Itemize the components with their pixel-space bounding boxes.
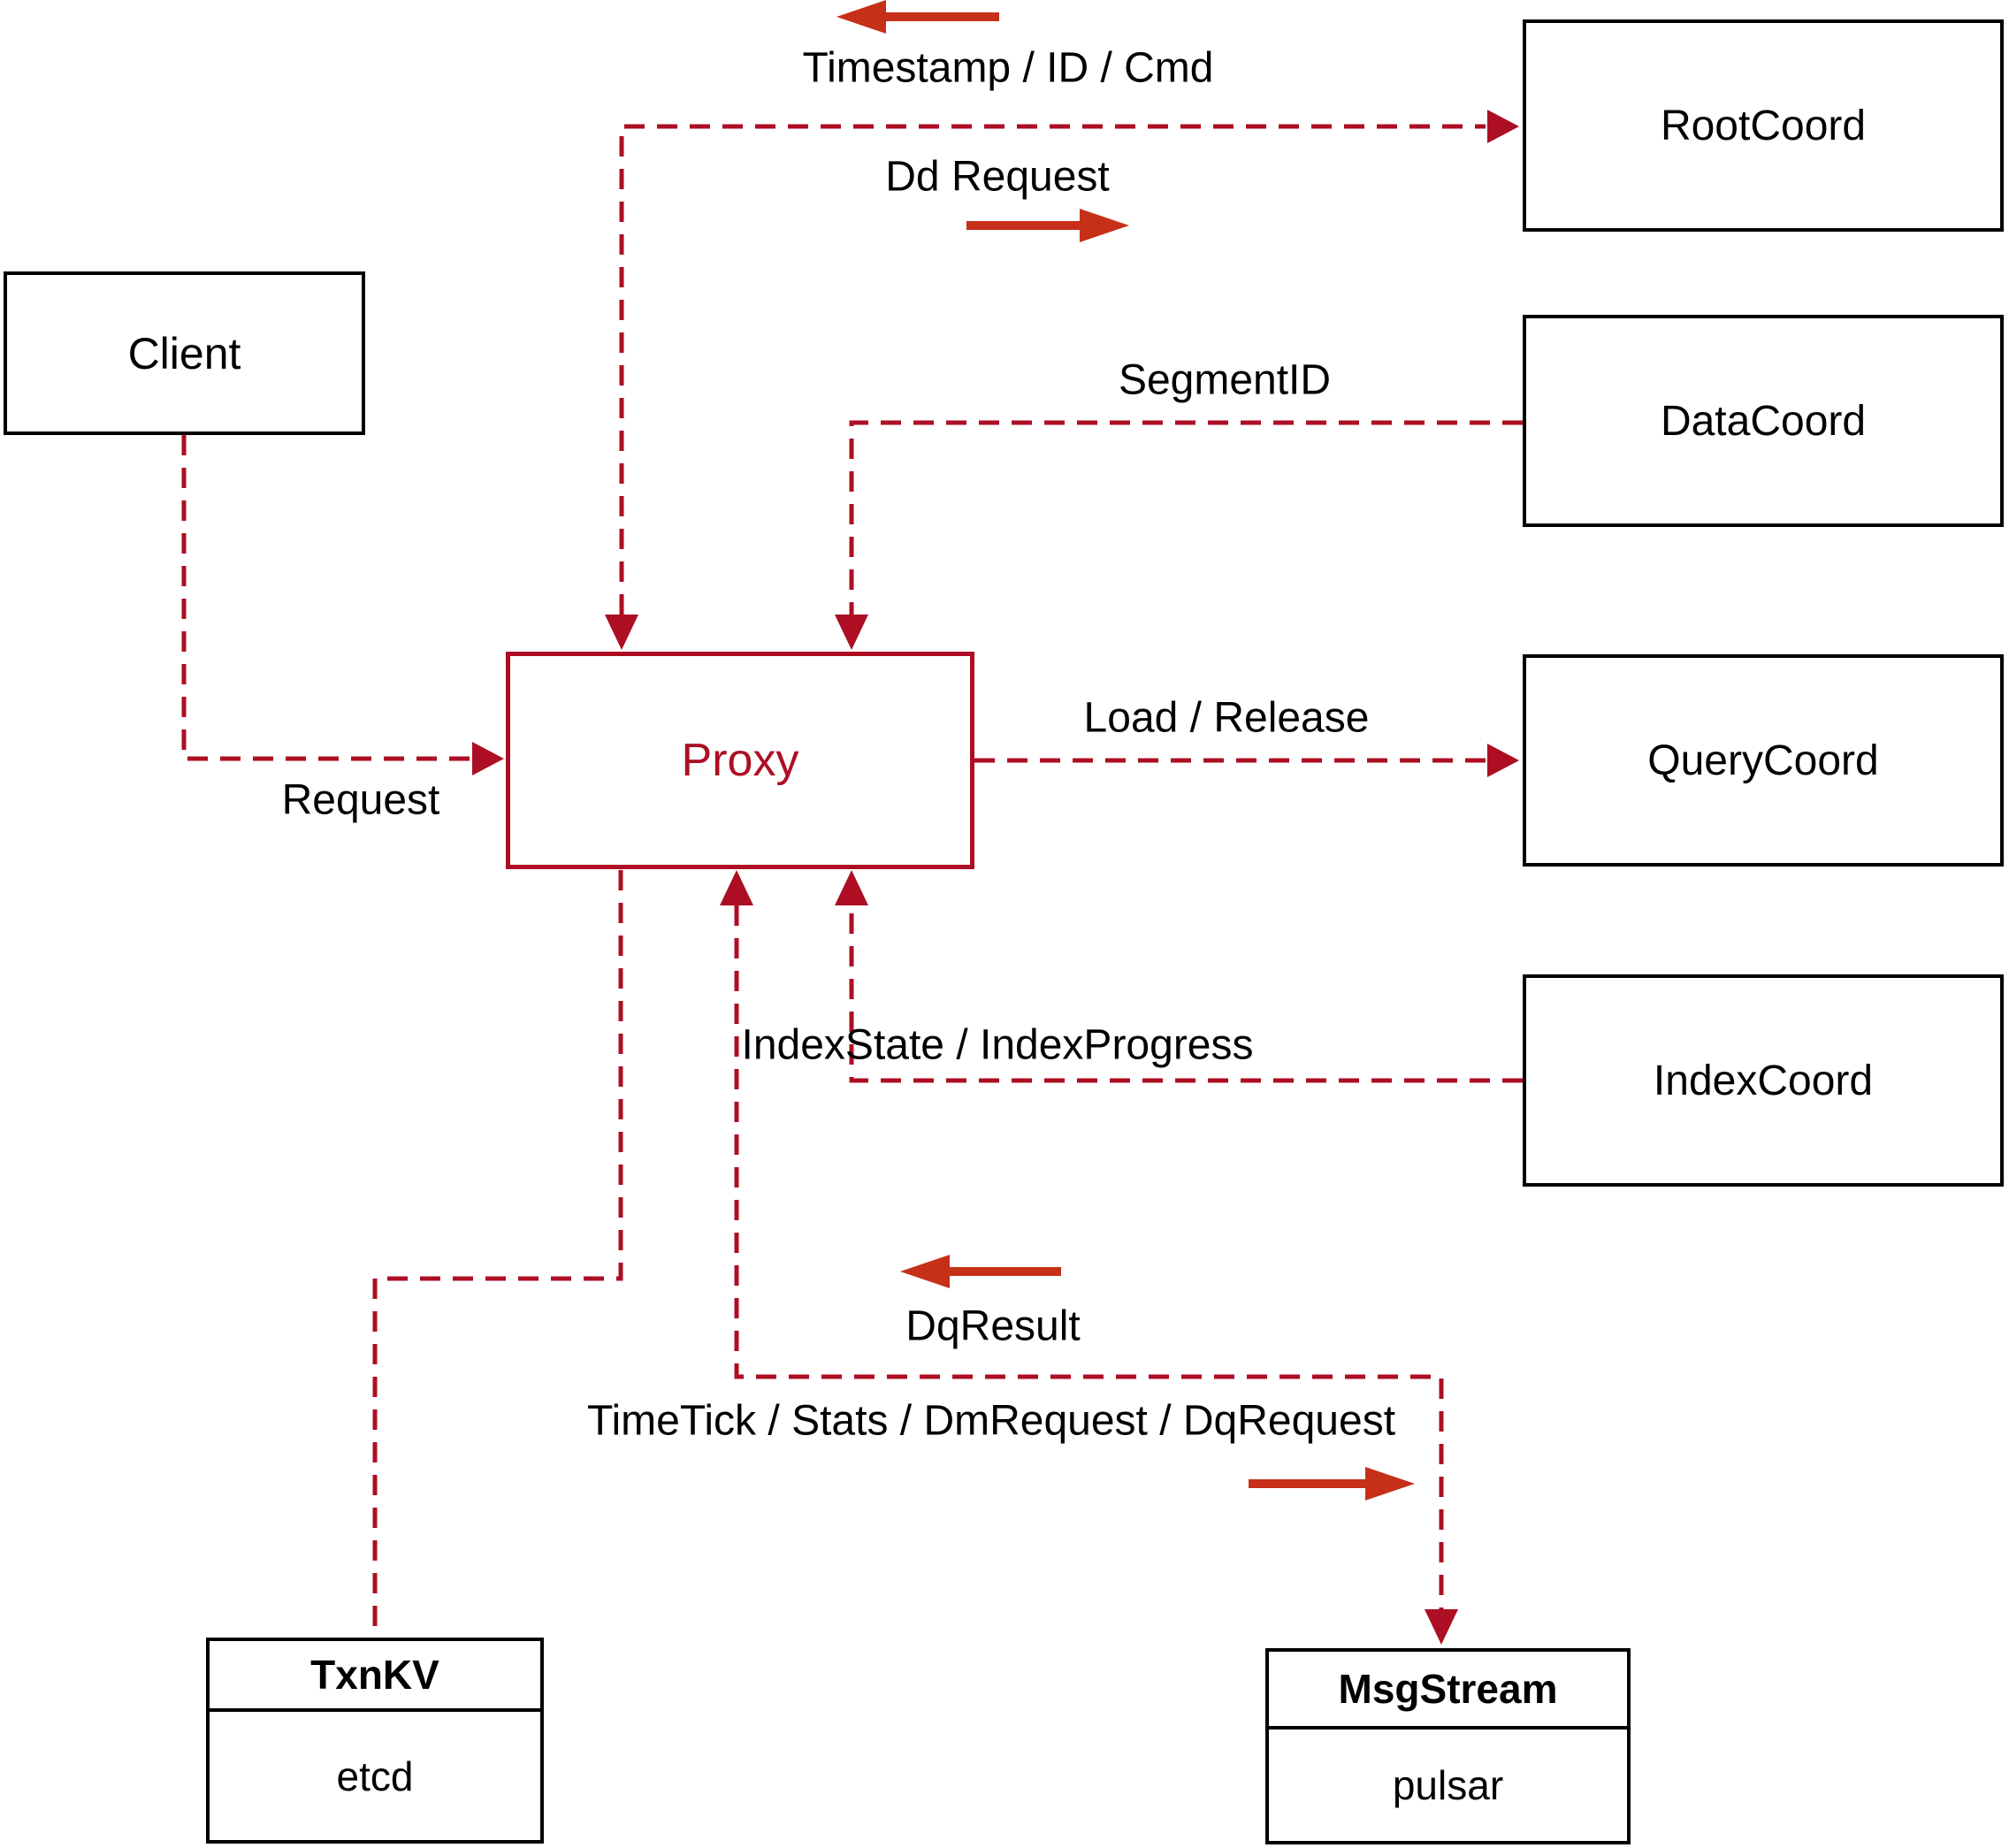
node-querycoord: QueryCoord (1523, 654, 2004, 867)
node-rootcoord: RootCoord (1523, 19, 2004, 232)
node-proxy-label: Proxy (681, 735, 799, 786)
edge-proxy-rootcoord (619, 124, 1486, 615)
node-datacoord-label: DataCoord (1660, 397, 1867, 445)
edge-label-load-release: Load / Release (1083, 694, 1370, 742)
arrowhead-into-proxy-left-icon (472, 742, 504, 775)
edge-label-dqresult: DqResult (905, 1302, 1081, 1350)
flow-arrow-right-timetick-icon (1249, 1467, 1415, 1501)
arrowhead-into-proxy-top-right-icon (835, 615, 868, 650)
edge-proxy-msgstream (734, 905, 1444, 1609)
arrowhead-into-proxy-bottom-right-icon (835, 870, 868, 905)
edge-label-dd-request: Dd Request (885, 153, 1110, 201)
edge-datacoord-to-proxy (849, 420, 1523, 615)
node-rootcoord-label: RootCoord (1660, 102, 1867, 149)
flow-arrow-left-timestamp-icon (836, 0, 999, 34)
flow-arrow-right-dd-request-icon (966, 209, 1129, 242)
node-proxy: Proxy (506, 652, 974, 869)
flow-arrow-left-dqresult-icon (900, 1255, 1061, 1288)
node-client: Client (4, 271, 365, 435)
edge-label-indexstate-indexprogress: IndexState / IndexProgress (741, 1021, 1254, 1069)
edge-label-timestamp-id-cmd: Timestamp / ID / Cmd (802, 44, 1214, 92)
node-txnkv: TxnKV etcd (206, 1638, 544, 1844)
edge-label-request: Request (281, 776, 440, 824)
edge-label-timetick-stats: TimeTick / Stats / DmRequest / DqRequest (586, 1397, 1396, 1445)
node-datacoord: DataCoord (1523, 315, 2004, 527)
node-client-label: Client (127, 328, 241, 378)
node-msgstream-body: pulsar (1392, 1762, 1504, 1808)
node-msgstream-title: MsgStream (1269, 1652, 1627, 1730)
node-txnkv-title: TxnKV (210, 1641, 540, 1712)
edge-proxy-to-txnkv (372, 870, 623, 1638)
arrowhead-into-proxy-top-left-icon (605, 615, 638, 650)
node-indexcoord: IndexCoord (1523, 974, 2004, 1187)
edge-label-segmentid: SegmentID (1118, 356, 1332, 404)
node-indexcoord-label: IndexCoord (1653, 1057, 1874, 1104)
node-querycoord-label: QueryCoord (1647, 737, 1879, 784)
arrowhead-into-querycoord-icon (1487, 744, 1519, 777)
arrowhead-into-rootcoord-icon (1487, 110, 1519, 143)
node-txnkv-body: etcd (336, 1753, 414, 1799)
edge-indexcoord-to-proxy (849, 905, 1523, 1083)
arrowhead-into-msgstream-icon (1425, 1609, 1458, 1645)
arrowhead-into-proxy-bottom-left-icon (720, 870, 753, 905)
node-msgstream: MsgStream pulsar (1265, 1648, 1631, 1844)
edge-client-to-proxy (181, 435, 472, 761)
